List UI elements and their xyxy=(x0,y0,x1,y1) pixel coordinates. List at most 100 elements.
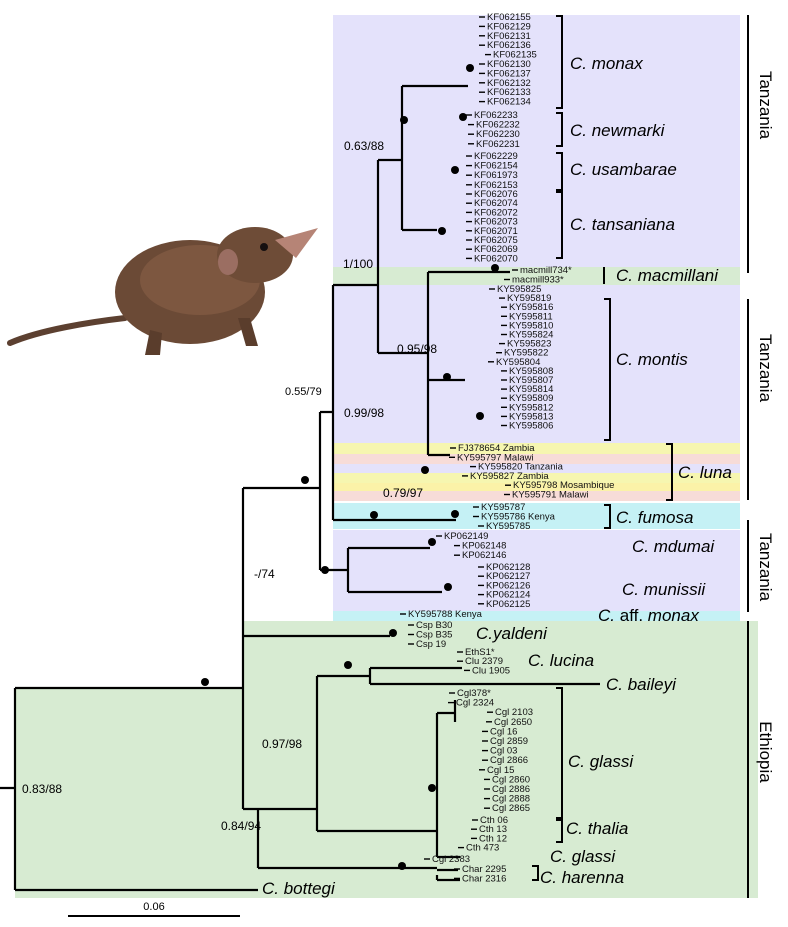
tip-label-fumosa: KY595785 xyxy=(486,521,530,532)
support-label: 0.63/88 xyxy=(344,139,384,153)
tip-label-usambarae: KF062154 xyxy=(474,161,518,172)
tip-label-lucina: EthS1* xyxy=(465,647,495,658)
tip-label-montis: KY595807 xyxy=(509,375,553,386)
tip-label-monax: KF062136 xyxy=(487,40,531,51)
tip-label-macmillani: macmill734* xyxy=(520,265,572,276)
node-dot-icon xyxy=(389,629,397,637)
tip-label-montis: KY595808 xyxy=(509,366,553,377)
node-dot-icon xyxy=(443,373,451,381)
tip-label-aff_monax: KY595788 Kenya xyxy=(408,609,483,620)
clade-label-bottegi: C. bottegi xyxy=(262,879,336,898)
node-dot-icon xyxy=(476,412,484,420)
tip-label-mdumai: KP062146 xyxy=(462,550,506,561)
node-dot-icon xyxy=(301,476,309,484)
zambia-band-1 xyxy=(333,443,740,454)
malawi-band-1 xyxy=(333,454,740,464)
clade-label-glassi: C. glassi xyxy=(568,752,634,771)
tip-label-montis: KY595816 xyxy=(509,302,553,313)
tip-label-montis: KY595812 xyxy=(509,402,553,413)
clade-label-fumosa: C. fumosa xyxy=(616,508,693,527)
tip-label-harenna: Char 2295 xyxy=(462,864,506,875)
tip-label-usambarae: KF062153 xyxy=(474,180,518,191)
mozambique-band xyxy=(333,483,740,491)
node-dot-icon xyxy=(491,264,499,272)
tip-label-monax: KF062130 xyxy=(487,59,531,70)
tip-label-glassi: Cgl 2860 xyxy=(492,774,530,785)
tip-label-montis: KY595822 xyxy=(504,348,548,359)
tip-label-montis: KY595819 xyxy=(507,293,551,304)
clade-label-lucina: C. lucina xyxy=(528,651,594,670)
tip-label-montis: KY595813 xyxy=(509,411,553,422)
malawi-band-2 xyxy=(333,491,740,501)
support-label: 0.97/98 xyxy=(262,737,302,751)
tanzania-band xyxy=(333,464,740,473)
region-label-tanzania-3: Tanzania xyxy=(756,533,775,602)
kenya-panel-fumosa xyxy=(333,503,740,529)
tip-label-luna: KY595798 Mosambique xyxy=(513,480,614,491)
node-dot-icon xyxy=(428,784,436,792)
tip-label-glassi: Cgl 2324 xyxy=(456,698,494,709)
tip-label-yaldeni: Csp B35 xyxy=(416,630,452,641)
tip-label-newmarki: KF062230 xyxy=(476,129,520,140)
node-dot-icon xyxy=(400,116,408,124)
tip-label-glassi: Cgl 03 xyxy=(490,746,517,757)
clade-label-harenna: C. harenna xyxy=(540,868,624,887)
tip-label-montis: KY595823 xyxy=(507,339,551,350)
tanzania-panel-low xyxy=(333,530,740,611)
tip-label-monax: KF062132 xyxy=(487,78,531,89)
tip-label-mdumai: KP062148 xyxy=(462,541,506,552)
tip-label-lucina: Clu 2379 xyxy=(465,656,503,667)
node-dot-icon xyxy=(451,166,459,174)
tip-label-glassi: Cgl 15 xyxy=(487,765,514,776)
support-label: 0.83/88 xyxy=(22,782,62,796)
node-dot-icon xyxy=(344,661,352,669)
tip-label-thalia: Cth 12 xyxy=(479,833,507,844)
clade-label-munissii: C. munissii xyxy=(622,580,706,599)
tip-label-munissii: KP062126 xyxy=(486,580,530,591)
tip-label-newmarki: KF062232 xyxy=(476,120,520,131)
tip-label-glassi: Cgl 16 xyxy=(490,726,517,737)
zambia-band-2 xyxy=(333,473,740,483)
tip-label-montis: KY595814 xyxy=(509,384,553,395)
tip-label-tansaniana: KF062072 xyxy=(474,207,518,218)
clade-label-yaldeni: C.yaldeni xyxy=(476,624,548,643)
clade-label-thalia: C. thalia xyxy=(566,819,628,838)
tip-label-glassi2: Cgl 2383 xyxy=(432,854,470,865)
tip-label-monax: KF062155 xyxy=(487,12,531,23)
tip-label-tansaniana: KF062071 xyxy=(474,226,518,237)
background-panels xyxy=(15,15,758,898)
node-dot-icon xyxy=(438,227,446,235)
tip-label-monax: KF062137 xyxy=(487,68,531,79)
tip-label-glassi: Cgl 2866 xyxy=(490,755,528,766)
tip-label-yaldeni: Csp B30 xyxy=(416,620,452,631)
tip-label-tansaniana: KF062069 xyxy=(474,244,518,255)
tip-label-montis: KY595824 xyxy=(509,330,553,341)
tip-label-thalia: Cth 473 xyxy=(466,843,499,854)
tip-label-munissii: KP062124 xyxy=(486,590,530,601)
clade-label-tansaniana: C. tansaniana xyxy=(570,215,675,234)
tip-label-usambarae: KF061973 xyxy=(474,170,518,181)
clade-label-glassi-2: C. glassi xyxy=(550,847,616,866)
clade-label-luna: C. luna xyxy=(678,463,732,482)
tip-label-montis: KY595810 xyxy=(509,320,553,331)
tip-label-glassi: Cgl 2650 xyxy=(494,717,532,728)
tip-label-yaldeni: Csp 19 xyxy=(416,639,446,650)
region-label-tanzania-1: Tanzania xyxy=(756,71,775,140)
clade-label-montis: C. montis xyxy=(616,350,688,369)
tip-label-munissii: KP062127 xyxy=(486,571,530,582)
node-dot-icon xyxy=(444,583,452,591)
tip-label-montis: KY595811 xyxy=(509,311,553,322)
clade-label-mdumai: C. mdumai xyxy=(632,537,715,556)
node-dot-icon xyxy=(428,538,436,546)
shrew-photo xyxy=(7,227,318,355)
clade-labels: C. monax C. newmarki C. usambarae C. tan… xyxy=(262,54,732,898)
support-label: 1/100 xyxy=(343,257,373,271)
region-labels: Tanzania Tanzania Tanzania Ethiopia xyxy=(756,71,775,783)
tip-label-fumosa: KY595786 Kenya xyxy=(481,512,556,523)
tip-label-glassi: Cgl378* xyxy=(457,688,491,699)
node-dot-icon xyxy=(466,64,474,72)
ethiopia-panel-root xyxy=(15,688,243,898)
clade-label-usambarae: C. usambarae xyxy=(570,160,677,179)
kenya-panel-aff xyxy=(333,611,740,621)
